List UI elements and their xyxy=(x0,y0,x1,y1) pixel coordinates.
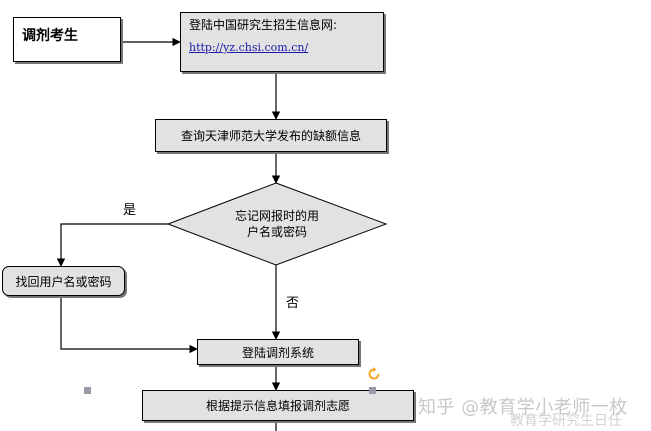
decision-label-line2: 户名或密码 xyxy=(246,225,307,239)
node-login-title: 登陆中国研究生招生信息网: xyxy=(189,18,338,32)
node-fill-label: 根据提示信息填报调剂志愿 xyxy=(205,399,350,413)
edge-label-no: 否 xyxy=(286,296,300,311)
node-recover-label: 找回用户名或密码 xyxy=(15,274,112,289)
node-start[interactable]: 调剂考生 xyxy=(13,17,121,62)
edge-label-yes: 是 xyxy=(123,203,137,218)
watermark-text: 知乎 @教育学小老师一枚 xyxy=(418,397,628,418)
node-query-label: 查询天津师范大学发布的缺额信息 xyxy=(180,129,361,143)
rotate-handle-icon[interactable] xyxy=(366,366,382,382)
arrow-recover-to-system xyxy=(60,296,198,354)
node-system-login[interactable]: 登陆调剂系统 xyxy=(197,339,359,365)
node-login-site[interactable]: 登陆中国研究生招生信息网: http://yz.chsi.com.cn/ xyxy=(180,12,384,72)
selection-handle-right[interactable] xyxy=(369,387,376,394)
decision-label: 忘记网报时的用 户名或密码 xyxy=(221,208,333,240)
node-query-vacancies[interactable]: 查询天津师范大学发布的缺额信息 xyxy=(155,119,387,152)
node-system-login-label: 登陆调剂系统 xyxy=(241,345,314,360)
login-url-link[interactable]: http://yz.chsi.com.cn/ xyxy=(189,41,309,54)
watermark-subtext: 教育学研究生日任 xyxy=(510,413,622,429)
node-start-label: 调剂考生 xyxy=(22,28,78,44)
arrow-yes-to-recover xyxy=(56,223,168,267)
node-fill-preferences[interactable]: 根据提示信息填报调剂志愿 xyxy=(142,390,414,421)
decision-label-line1: 忘记网报时的用 xyxy=(234,209,319,223)
selection-handle-left[interactable] xyxy=(84,387,91,394)
node-recover-account[interactable]: 找回用户名或密码 xyxy=(2,266,125,296)
